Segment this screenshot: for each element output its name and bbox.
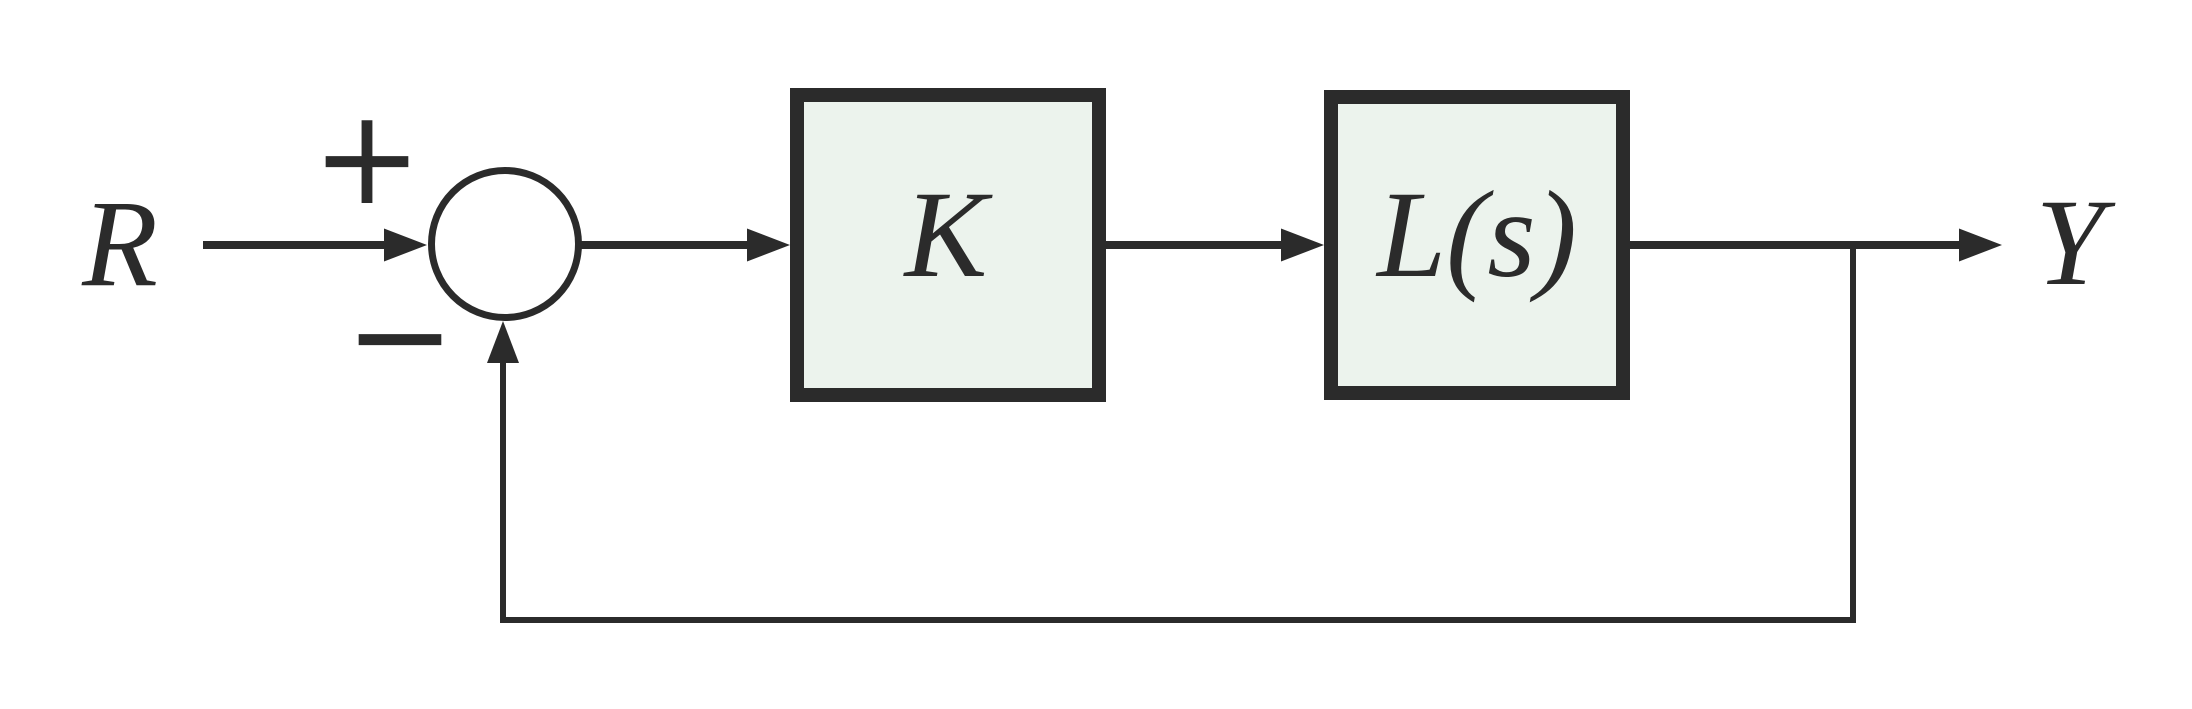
- arrowhead-feedback-to-sum: [487, 321, 519, 363]
- controller-label: K: [903, 166, 994, 303]
- controller-block: [790, 88, 1106, 402]
- arrowhead-sum-to-controller: [747, 228, 790, 262]
- plant-label: L(s): [1375, 166, 1577, 303]
- arrowhead-controller-to-plant: [1281, 228, 1324, 262]
- minus-sign: −: [345, 259, 456, 413]
- arrowhead-input-to-sum: [384, 228, 427, 262]
- arrowhead-plant-to-output: [1959, 228, 2002, 262]
- plus-sign: +: [312, 81, 423, 235]
- input-label: R: [81, 175, 158, 312]
- summing-junction: [428, 167, 582, 321]
- plant-block: [1324, 90, 1630, 400]
- output-label: Y: [2036, 174, 2116, 311]
- feedback-line: [500, 245, 1856, 623]
